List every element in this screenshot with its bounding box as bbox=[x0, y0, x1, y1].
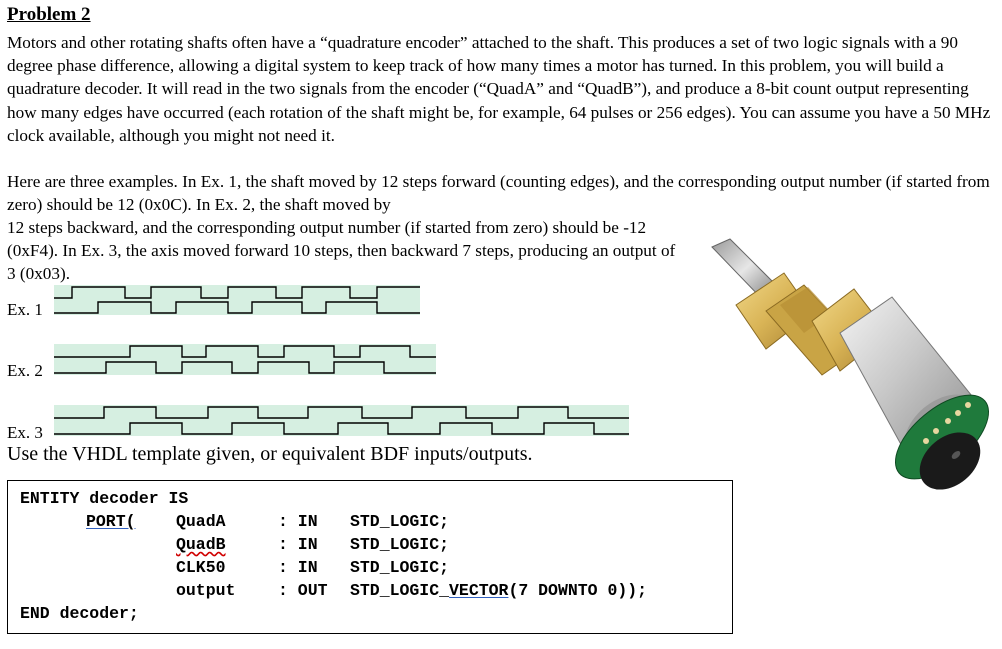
type-prefix: STD_LOGIC_ bbox=[350, 581, 450, 600]
examples-paragraph-line1: Here are three examples. In Ex. 1, the s… bbox=[7, 172, 990, 215]
gearmotor-image bbox=[711, 238, 990, 490]
ex1-quadb-wave bbox=[54, 301, 420, 314]
port-type-quada: STD_LOGIC; bbox=[350, 512, 450, 531]
encoder-magnet-disc bbox=[919, 432, 981, 490]
port-name-output: output bbox=[176, 581, 236, 600]
port-dir-quada: : IN bbox=[278, 512, 318, 531]
example-2-label: Ex. 2 bbox=[7, 361, 43, 380]
ex2-quada-band bbox=[54, 344, 436, 359]
port-name-quada: QuadA bbox=[176, 512, 226, 531]
example-1-label: Ex. 1 bbox=[7, 300, 43, 319]
ex2-quadb-band bbox=[54, 359, 436, 375]
type-range: (7 DOWNTO 0)); bbox=[508, 581, 648, 600]
type-vector-keyword: VECTOR bbox=[449, 581, 509, 600]
intro-paragraph: Motors and other rotating shafts often h… bbox=[7, 33, 991, 145]
port-keyword: PORT( bbox=[86, 512, 136, 531]
ex1-quadb-band bbox=[54, 300, 420, 315]
ex2-quadb-wave bbox=[54, 361, 436, 374]
port-type-output: STD_LOGIC_VECTOR(7 DOWNTO 0)); bbox=[350, 581, 647, 601]
ex3-quada-band bbox=[54, 405, 629, 420]
ex3-quada-wave bbox=[54, 406, 629, 419]
ex2-quada-wave bbox=[54, 345, 436, 358]
ex1-quada-band bbox=[54, 285, 420, 300]
port-type-quadb: STD_LOGIC; bbox=[350, 535, 450, 554]
problem-title: Problem 2 bbox=[7, 4, 91, 25]
example-3-label: Ex. 3 bbox=[7, 423, 43, 442]
port-name-quadb: QuadB bbox=[176, 535, 226, 554]
port-dir-output: : OUT bbox=[278, 581, 328, 600]
port-type-clk50: STD_LOGIC; bbox=[350, 558, 450, 577]
port-dir-clk50: : IN bbox=[278, 558, 318, 577]
entity-declaration: ENTITY decoder IS bbox=[20, 489, 189, 508]
port-dir-quadb: : IN bbox=[278, 535, 318, 554]
port-name-clk50: CLK50 bbox=[176, 558, 226, 577]
vhdl-code-box: ENTITY decoder IS PORT( QuadA : IN STD_L… bbox=[7, 480, 733, 634]
ex3-quadb-wave bbox=[54, 422, 629, 435]
ex1-quada-wave bbox=[54, 286, 420, 299]
examples-paragraph-rest: 12 steps backward, and the corresponding… bbox=[7, 218, 676, 284]
end-declaration: END decoder; bbox=[20, 604, 139, 623]
template-instruction: Use the VHDL template given, or equivale… bbox=[7, 443, 533, 465]
ex3-quadb-band bbox=[54, 420, 629, 436]
